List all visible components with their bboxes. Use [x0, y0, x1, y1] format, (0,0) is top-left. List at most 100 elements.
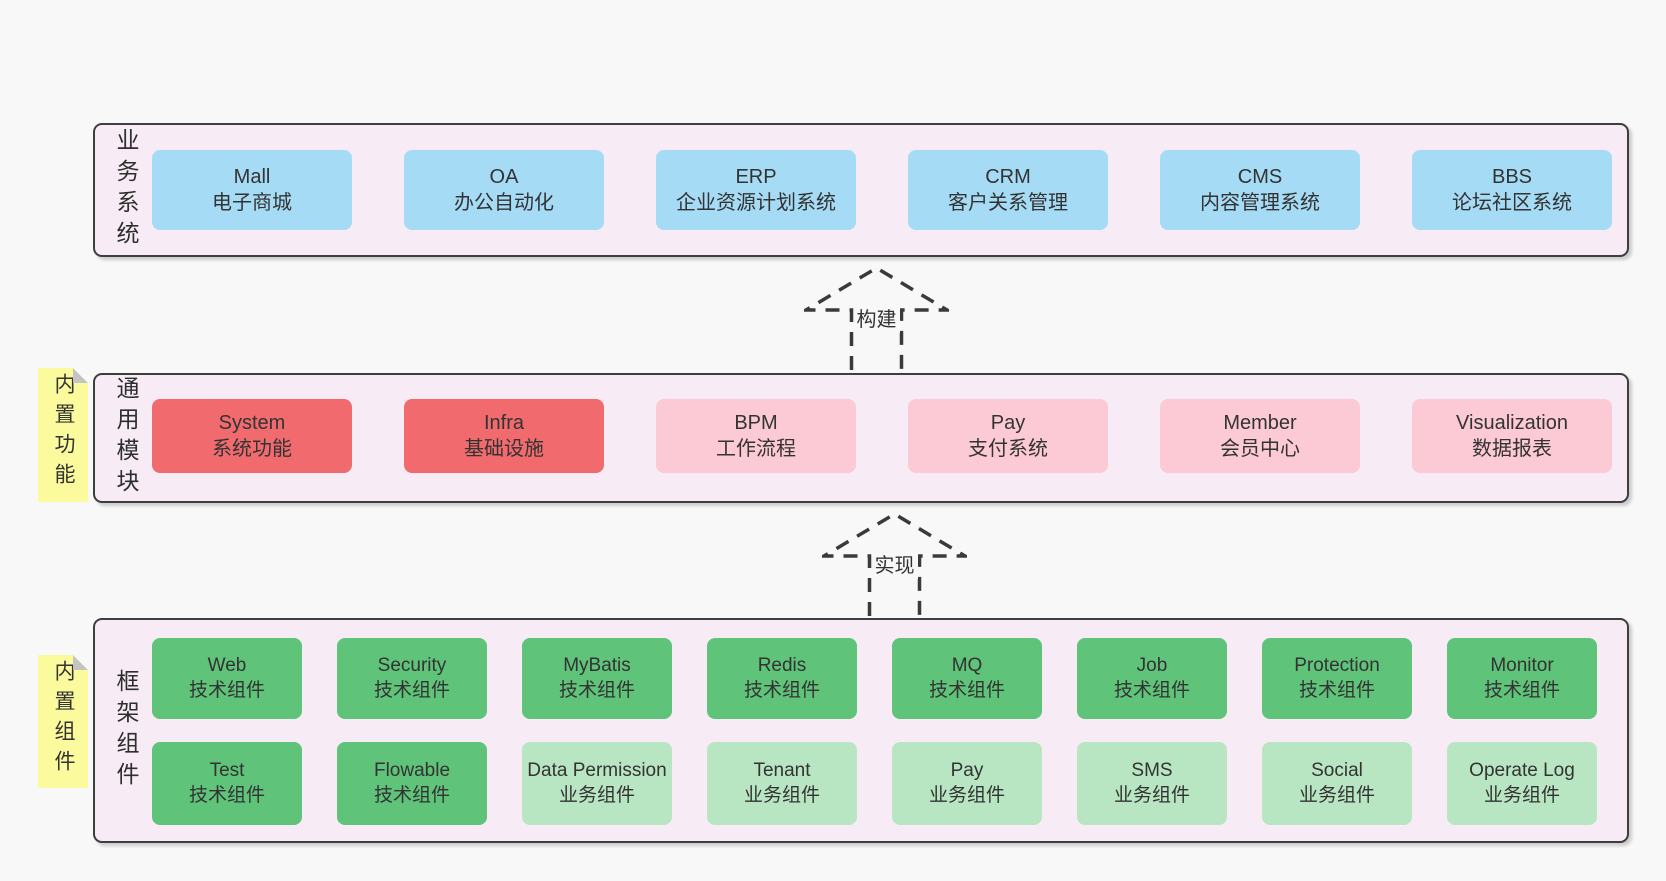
box-title: Operate Log [1469, 759, 1575, 781]
sticky-note-built-in-components: 内置组件 [38, 655, 88, 788]
box-title: Mall [233, 165, 271, 188]
folded-corner-icon [73, 655, 88, 670]
box-subtitle: 企业资源计划系统 [676, 192, 836, 214]
box-subtitle: 基础设施 [464, 438, 544, 460]
box-subtitle: 技术组件 [188, 679, 265, 701]
components-box-row-2: Test 技术组件 Flowable 技术组件 Data Permission … [152, 742, 1597, 825]
box-title: Tenant [753, 759, 811, 781]
box-subtitle: 技术组件 [1298, 679, 1375, 701]
panel-side-label-text: 业务系统 [113, 128, 139, 252]
box-title: Job [1136, 654, 1168, 676]
box-oa: OA 办公自动化 [404, 150, 604, 230]
box-subtitle: 支付系统 [968, 438, 1048, 460]
box-subtitle: 数据报表 [1472, 438, 1552, 460]
sticky-note-label: 内置组件 [52, 660, 75, 780]
box-subtitle: 业务组件 [928, 784, 1005, 806]
box-title: Pay [990, 411, 1026, 434]
box-subtitle: 会员中心 [1220, 438, 1300, 460]
panel-side-label: 框架组件 [109, 620, 143, 841]
box-subtitle: 技术组件 [188, 784, 265, 806]
box-data-permission: Data Permission 业务组件 [522, 742, 672, 825]
box-subtitle: 论坛社区系统 [1452, 192, 1572, 214]
panel-side-label-text: 通用模块 [113, 376, 139, 500]
box-pay-component: Pay 业务组件 [892, 742, 1042, 825]
box-subtitle: 技术组件 [1483, 679, 1560, 701]
box-subtitle: 技术组件 [743, 679, 820, 701]
box-title: BBS [1491, 165, 1533, 188]
box-subtitle: 办公自动化 [454, 192, 554, 214]
box-redis: Redis 技术组件 [707, 638, 857, 719]
box-security: Security 技术组件 [337, 638, 487, 719]
panel-framework-components: 框架组件 Web 技术组件 Security 技术组件 MyBatis 技术组件… [93, 618, 1629, 843]
box-member: Member 会员中心 [1160, 399, 1360, 473]
implement-arrow: 实现 [822, 512, 967, 616]
box-title: Pay [950, 759, 984, 781]
panel-business-systems: 业务系统 Mall 电子商城 OA 办公自动化 ERP 企业资源计划系统 CRM… [93, 123, 1629, 257]
box-title: Test [209, 759, 245, 781]
build-arrow: 构建 [804, 266, 949, 370]
box-operate-log: Operate Log 业务组件 [1447, 742, 1597, 825]
box-crm: CRM 客户关系管理 [908, 150, 1108, 230]
implement-arrow-label: 实现 [871, 548, 918, 579]
box-title: OA [489, 165, 519, 188]
box-visualization: Visualization 数据报表 [1412, 399, 1612, 473]
box-subtitle: 电子商城 [212, 192, 292, 214]
panel-side-label: 业务系统 [109, 125, 143, 255]
up-block-arrow-icon [822, 512, 967, 616]
sticky-note-label: 内置功能 [52, 373, 75, 493]
box-tenant: Tenant 业务组件 [707, 742, 857, 825]
box-pay-module: Pay 支付系统 [908, 399, 1108, 473]
box-protection: Protection 技术组件 [1262, 638, 1412, 719]
box-subtitle: 技术组件 [558, 679, 635, 701]
box-title: CRM [985, 165, 1031, 188]
box-title: CMS [1237, 165, 1283, 188]
box-subtitle: 业务组件 [1298, 784, 1375, 806]
box-job: Job 技术组件 [1077, 638, 1227, 719]
box-title: Protection [1294, 654, 1380, 676]
box-subtitle: 技术组件 [373, 679, 450, 701]
box-title: Flowable [373, 759, 451, 781]
box-title: System [218, 411, 286, 434]
panel-side-label-text: 框架组件 [113, 668, 139, 793]
box-subtitle: 业务组件 [1113, 784, 1190, 806]
box-title: MQ [951, 654, 983, 676]
components-box-row-1: Web 技术组件 Security 技术组件 MyBatis 技术组件 Redi… [152, 638, 1597, 719]
box-title: Monitor [1490, 654, 1554, 676]
box-mall: Mall 电子商城 [152, 150, 352, 230]
box-title: Social [1311, 759, 1363, 781]
box-title: Redis [757, 654, 807, 676]
box-mybatis: MyBatis 技术组件 [522, 638, 672, 719]
box-cms: CMS 内容管理系统 [1160, 150, 1360, 230]
box-subtitle: 业务组件 [558, 784, 635, 806]
box-mq: MQ 技术组件 [892, 638, 1042, 719]
box-sms: SMS 业务组件 [1077, 742, 1227, 825]
box-subtitle: 技术组件 [373, 784, 450, 806]
box-social: Social 业务组件 [1262, 742, 1412, 825]
box-subtitle: 业务组件 [1483, 784, 1560, 806]
folded-corner-icon [73, 368, 88, 383]
box-title: SMS [1131, 759, 1173, 781]
box-title: ERP [735, 165, 777, 188]
panel-side-label: 通用模块 [109, 375, 143, 501]
box-title: BPM [734, 411, 778, 434]
panel-common-modules: 通用模块 System 系统功能 Infra 基础设施 BPM 工作流程 Pay… [93, 373, 1629, 503]
box-monitor: Monitor 技术组件 [1447, 638, 1597, 719]
sticky-note-built-in-features: 内置功能 [38, 368, 88, 502]
business-box-row: Mall 电子商城 OA 办公自动化 ERP 企业资源计划系统 CRM 客户关系… [152, 150, 1612, 230]
box-subtitle: 内容管理系统 [1200, 192, 1320, 214]
box-title: Web [207, 654, 247, 676]
box-infra: Infra 基础设施 [404, 399, 604, 473]
box-title: MyBatis [563, 654, 631, 676]
box-subtitle: 工作流程 [716, 438, 796, 460]
box-flowable: Flowable 技术组件 [337, 742, 487, 825]
box-title: Data Permission [527, 759, 667, 781]
box-subtitle: 技术组件 [1113, 679, 1190, 701]
box-title: Visualization [1456, 411, 1568, 434]
box-subtitle: 业务组件 [743, 784, 820, 806]
box-bpm: BPM 工作流程 [656, 399, 856, 473]
modules-box-row: System 系统功能 Infra 基础设施 BPM 工作流程 Pay 支付系统… [152, 399, 1612, 473]
box-system: System 系统功能 [152, 399, 352, 473]
box-title: Infra [483, 411, 525, 434]
box-subtitle: 技术组件 [928, 679, 1005, 701]
